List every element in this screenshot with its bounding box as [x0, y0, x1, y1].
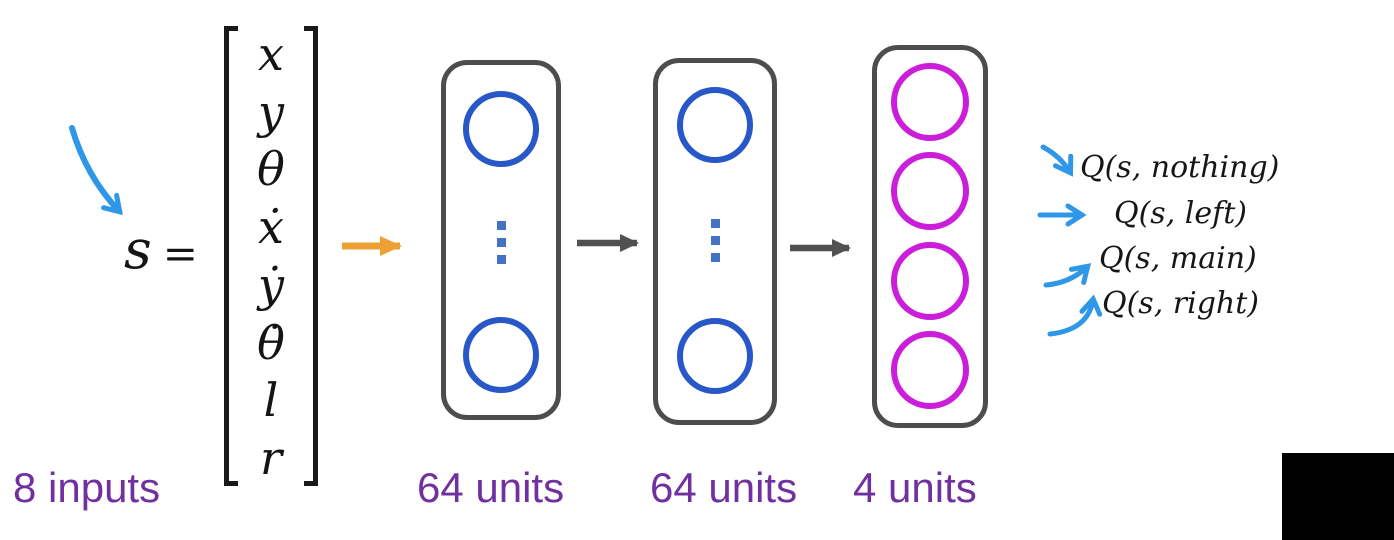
- state-symbol: s: [124, 218, 152, 281]
- state-equation-lhs: s =: [124, 218, 198, 281]
- output-layer: [872, 45, 988, 428]
- neuron-circle: [463, 91, 539, 167]
- layer1-units-label: 64 units: [417, 464, 565, 511]
- output-neuron-circle: [891, 152, 969, 231]
- vector-left-bracket: [224, 26, 238, 486]
- q-value-label-main: Q(s, main): [1099, 241, 1257, 276]
- vector-right-bracket: [304, 26, 318, 486]
- vector-entry-l: l: [263, 373, 279, 428]
- state-annotation-arrow-icon: [69, 125, 123, 216]
- vector-entry-y-dot: ẏ: [258, 257, 284, 312]
- layer3-units-label: 4 units: [853, 464, 977, 511]
- q-value-label-left: Q(s, left): [1114, 196, 1247, 231]
- vector-entry-theta: θ: [257, 142, 285, 197]
- q-nothing-arrow-icon: [1040, 144, 1074, 177]
- output-neuron-circle: [891, 63, 969, 141]
- neuron-circle: [677, 87, 753, 163]
- vector-entry-y: y: [258, 84, 284, 139]
- ellipsis-dots-icon: [710, 219, 720, 262]
- hidden-layer-1: [441, 60, 561, 420]
- inputs-count-label: 8 inputs: [13, 464, 161, 511]
- black-corner-overlay: [1282, 453, 1394, 540]
- dot: [496, 237, 506, 247]
- q-right-arrow-icon: [1047, 294, 1103, 337]
- dot: [496, 220, 506, 230]
- dot: [496, 254, 506, 264]
- hidden-layer-2: [653, 58, 777, 425]
- neuron-circle: [677, 318, 753, 394]
- q-main-arrow-icon: [1043, 263, 1092, 288]
- output-neuron-circle: [891, 241, 969, 320]
- layer2-units-label: 64 units: [650, 464, 798, 511]
- q-value-label-nothing: Q(s, nothing): [1080, 150, 1280, 185]
- vector-entry-x-dot: ẋ: [258, 200, 284, 255]
- vector-entries: x y θ ẋ ẏ θ̇ l r: [238, 26, 304, 486]
- q-value-label-right: Q(s, right): [1102, 286, 1259, 321]
- vector-entry-x: x: [258, 27, 284, 81]
- vector-entry-r: r: [260, 430, 282, 485]
- dot: [710, 219, 720, 228]
- state-vector: x y θ ẋ ẏ θ̇ l r: [224, 26, 318, 486]
- neuron-circle: [463, 317, 539, 393]
- dot: [710, 253, 720, 262]
- output-neuron-circle: [891, 330, 969, 409]
- vector-entry-theta-dot: θ̇: [257, 315, 285, 370]
- ellipsis-dots-icon: [496, 220, 506, 264]
- equals-sign: =: [162, 229, 198, 278]
- dot: [710, 236, 720, 245]
